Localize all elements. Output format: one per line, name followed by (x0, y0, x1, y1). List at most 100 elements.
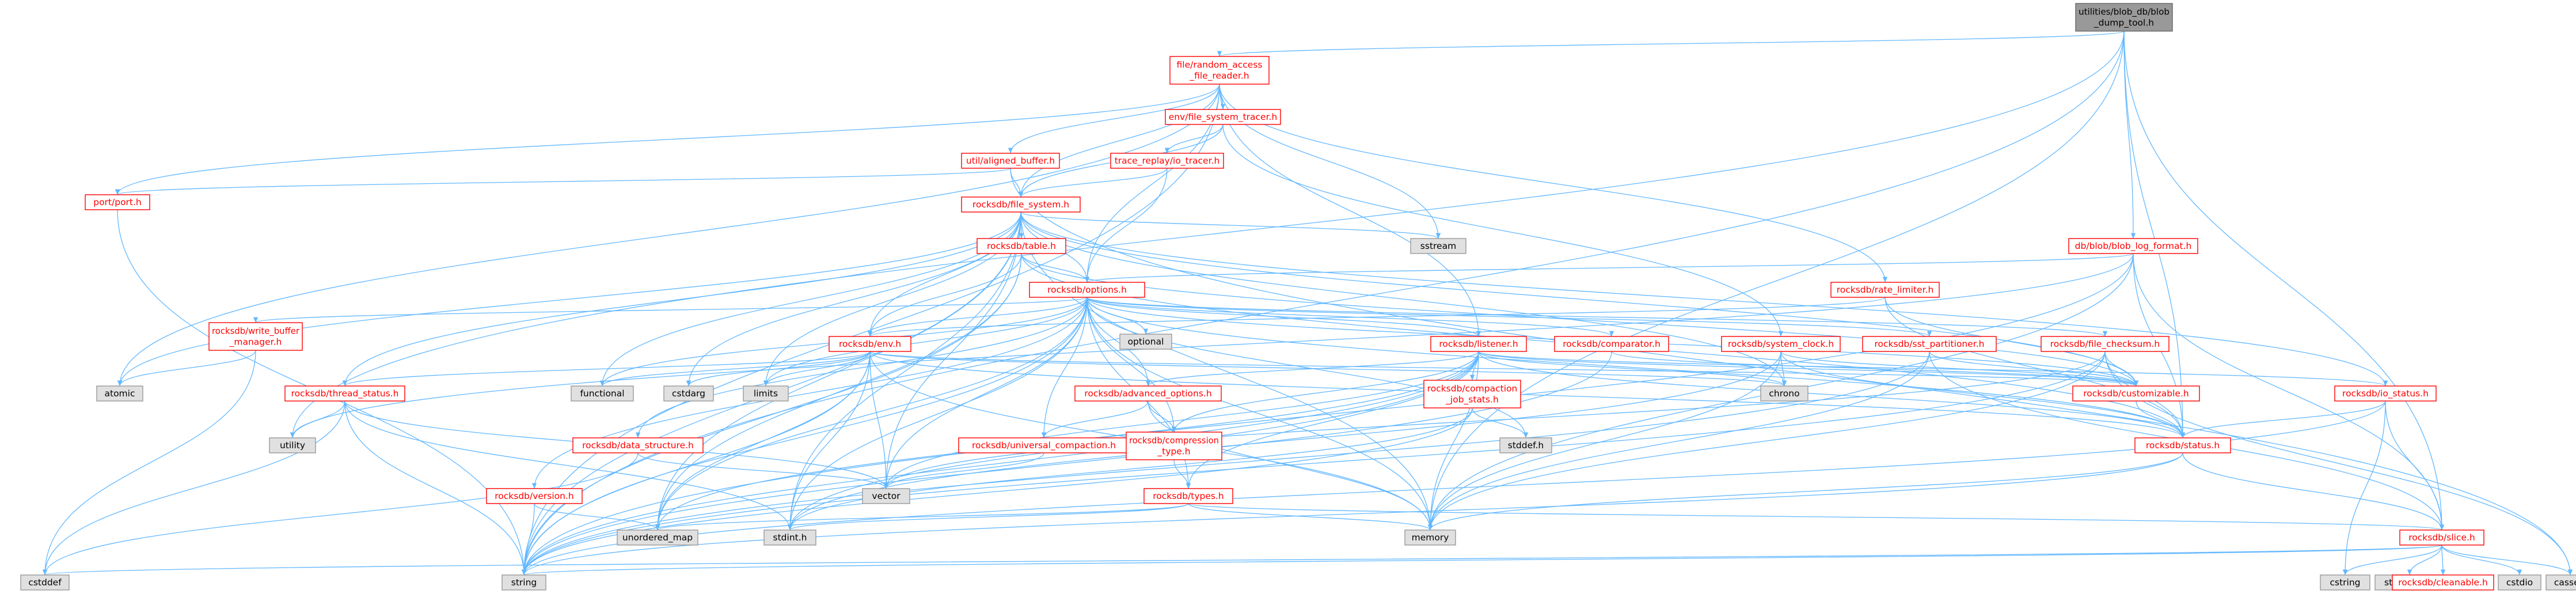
node-box (2068, 238, 2198, 254)
node-box (663, 385, 714, 402)
node-rocksdb-types[interactable]: rocksdb/types.h (1143, 488, 1233, 504)
node-label: file/random_access (1177, 60, 1263, 71)
edge-rocksdb-table-to-unordered-map (655, 253, 1022, 531)
node-label: limits (754, 388, 778, 399)
edge-rocksdb-options-to-vector (883, 297, 1088, 489)
edge-rocksdb-types-to-memory (1188, 503, 1433, 531)
edge-rocksdb-write-buffer-manager-to-atomic (117, 350, 256, 387)
node-label: _type.h (1157, 447, 1190, 457)
node-label: rocksdb/status.h (2146, 440, 2220, 451)
edge-rocksdb-data-structure-to-vector (637, 452, 889, 489)
node-rocksdb-file-checksum[interactable]: rocksdb/file_checksum.h (2041, 336, 2170, 352)
node-label: rocksdb/compaction (1427, 384, 1518, 394)
node-port-port[interactable]: port/port.h (85, 194, 150, 210)
edge-rocksdb-options-to-rocksdb-status (1086, 297, 2186, 438)
node-rocksdb-system-clock[interactable]: rocksdb/system_clock.h (1721, 336, 1841, 352)
node-rocksdb-comparator[interactable]: rocksdb/comparator.h (1554, 336, 1669, 352)
node-rocksdb-version[interactable]: rocksdb/version.h (486, 488, 583, 504)
node-box (208, 322, 303, 351)
node-rocksdb-rate-limiter[interactable]: rocksdb/rate_limiter.h (1830, 282, 1940, 298)
edge-util-aligned-buffer-to-cassert (1010, 168, 2573, 576)
node-rocksdb-advanced-options[interactable]: rocksdb/advanced_options.h (1074, 385, 1222, 402)
edge-rocksdb-thread-status-to-stdint-h (344, 400, 793, 531)
edge-rocksdb-listener-to-rocksdb-io-status (1478, 351, 2388, 387)
node-root: utilities/blob_db/blob_dump_tool.h (2075, 3, 2173, 32)
edge-rocksdb-listener-to-rocksdb-status (1478, 351, 2186, 438)
node-box (1760, 385, 1808, 402)
node-rocksdb-compression-type[interactable]: rocksdb/compression_type.h (1126, 432, 1222, 460)
edge-rocksdb-env-to-rocksdb-customizable (869, 351, 2138, 387)
edge-file-random-access-file-reader-to-sstream (1219, 84, 1441, 239)
node-rocksdb-cleanable[interactable]: rocksdb/cleanable.h (2392, 574, 2494, 591)
node-box (1074, 385, 1222, 402)
node-file-random-access-file-reader[interactable]: file/random_access_file_reader.h (1169, 56, 1270, 85)
node-box (572, 437, 704, 453)
edge-rocksdb-table-to-rocksdb-customizable (1021, 253, 2139, 387)
node-rocksdb-io-status[interactable]: rocksdb/io_status.h (2334, 385, 2437, 402)
node-rocksdb-slice[interactable]: rocksdb/slice.h (2399, 529, 2484, 546)
node-label: rocksdb/universal_compaction.h (972, 440, 1116, 451)
node-rocksdb-compaction-job-stats[interactable]: rocksdb/compaction_job_stats.h (1423, 380, 1521, 408)
edge-rocksdb-options-to-rocksdb-file-checksum (1086, 297, 2107, 337)
node-box (1721, 336, 1841, 352)
node-label: _dump_tool.h (2094, 18, 2154, 29)
node-rocksdb-write-buffer-manager[interactable]: rocksdb/write_buffer_manager.h (208, 322, 303, 351)
node-env-file-system-tracer[interactable]: env/file_system_tracer.h (1165, 109, 1281, 125)
edge-rocksdb-slice-to-cassert (2441, 544, 2573, 576)
edge-rocksdb-system-clock-to-rocksdb-status (1780, 351, 2186, 438)
edge-root-to-memory (1427, 31, 2125, 531)
edge-rocksdb-slice-to-string-view (2407, 544, 2442, 576)
node-box (617, 529, 698, 546)
node-rocksdb-customizable[interactable]: rocksdb/customizable.h (2072, 385, 2200, 402)
edge-rocksdb-file-checksum-to-memory (1427, 351, 2106, 531)
node-rocksdb-table[interactable]: rocksdb/table.h (977, 238, 1066, 254)
node-rocksdb-thread-status[interactable]: rocksdb/thread_status.h (284, 385, 405, 402)
node-label: rocksdb/cleanable.h (2398, 577, 2488, 588)
edge-rocksdb-system-clock-to-chrono (1780, 351, 1787, 387)
node-box (1126, 432, 1222, 460)
edge-rocksdb-env-to-rocksdb-thread-status (343, 351, 871, 387)
node-label: cstddef (28, 577, 62, 588)
edge-rocksdb-file-system-to-chrono (1020, 211, 1787, 387)
node-trace-replay-io-tracer[interactable]: trace_replay/io_tracer.h (1110, 153, 1224, 169)
node-label: string (511, 577, 537, 588)
edge-rocksdb-slice-to-cstring (2342, 544, 2442, 576)
edge-rocksdb-types-to-stdint-h (788, 503, 1189, 531)
node-box (862, 488, 910, 504)
edge-rocksdb-rate-limiter-to-rocksdb-env (868, 297, 1886, 337)
node-db-blob-blob-log-format[interactable]: db/blob/blob_log_format.h (2068, 238, 2198, 254)
node-rocksdb-status[interactable]: rocksdb/status.h (2134, 437, 2231, 453)
edge-rocksdb-sst-partitioner-to-memory (1427, 351, 1930, 531)
node-label: rocksdb/types.h (1153, 491, 1224, 501)
node-rocksdb-options[interactable]: rocksdb/options.h (1029, 282, 1145, 298)
edge-file-random-access-file-reader-to-port-port (115, 84, 1220, 195)
edge-rocksdb-compaction-job-stats-to-string (521, 407, 1473, 576)
node-box (2334, 385, 2437, 402)
edge-rocksdb-status-to-rocksdb-slice (2182, 452, 2445, 531)
node-rocksdb-data-structure[interactable]: rocksdb/data_structure.h (572, 437, 704, 453)
edge-rocksdb-options-to-rocksdb-env (867, 297, 1088, 337)
edge-rocksdb-write-buffer-manager-to-cstddef (42, 350, 256, 576)
edge-rocksdb-env-to-cstdarg (686, 351, 871, 387)
edge-file-random-access-file-reader-to-rocksdb-file-system (1018, 84, 1220, 198)
edge-rocksdb-file-checksum-to-vector (884, 351, 2106, 489)
edge-rocksdb-file-system-to-limits (763, 211, 1021, 387)
edge-db-blob-blob-log-format-to-rocksdb-options (1085, 253, 2134, 283)
node-rocksdb-listener[interactable]: rocksdb/listener.h (1430, 336, 1527, 352)
node-label: rocksdb/write_buffer (212, 326, 300, 337)
node-util-aligned-buffer[interactable]: util/aligned_buffer.h (961, 153, 1060, 169)
edge-rocksdb-table-to-rocksdb-options (1021, 253, 1090, 283)
edge-rocksdb-status-to-memory (1428, 452, 2183, 531)
node-box (1165, 109, 1281, 125)
node-label: vector (872, 491, 901, 501)
node-label: env/file_system_tracer.h (1169, 112, 1278, 123)
node-rocksdb-file-system[interactable]: rocksdb/file_system.h (961, 196, 1081, 213)
node-box (85, 194, 150, 210)
node-rocksdb-universal-compaction[interactable]: rocksdb/universal_compaction.h (958, 437, 1130, 453)
node-rocksdb-sst-partitioner[interactable]: rocksdb/sst_partitioner.h (1862, 336, 1997, 352)
edge-rocksdb-env-to-rocksdb-status (869, 351, 2185, 438)
edge-root-to-file-random-access-file-reader (1217, 31, 2125, 57)
node-rocksdb-env[interactable]: rocksdb/env.h (829, 336, 911, 352)
edge-rocksdb-version-to-string (521, 503, 535, 576)
node-label: rocksdb/system_clock.h (1728, 339, 1834, 350)
